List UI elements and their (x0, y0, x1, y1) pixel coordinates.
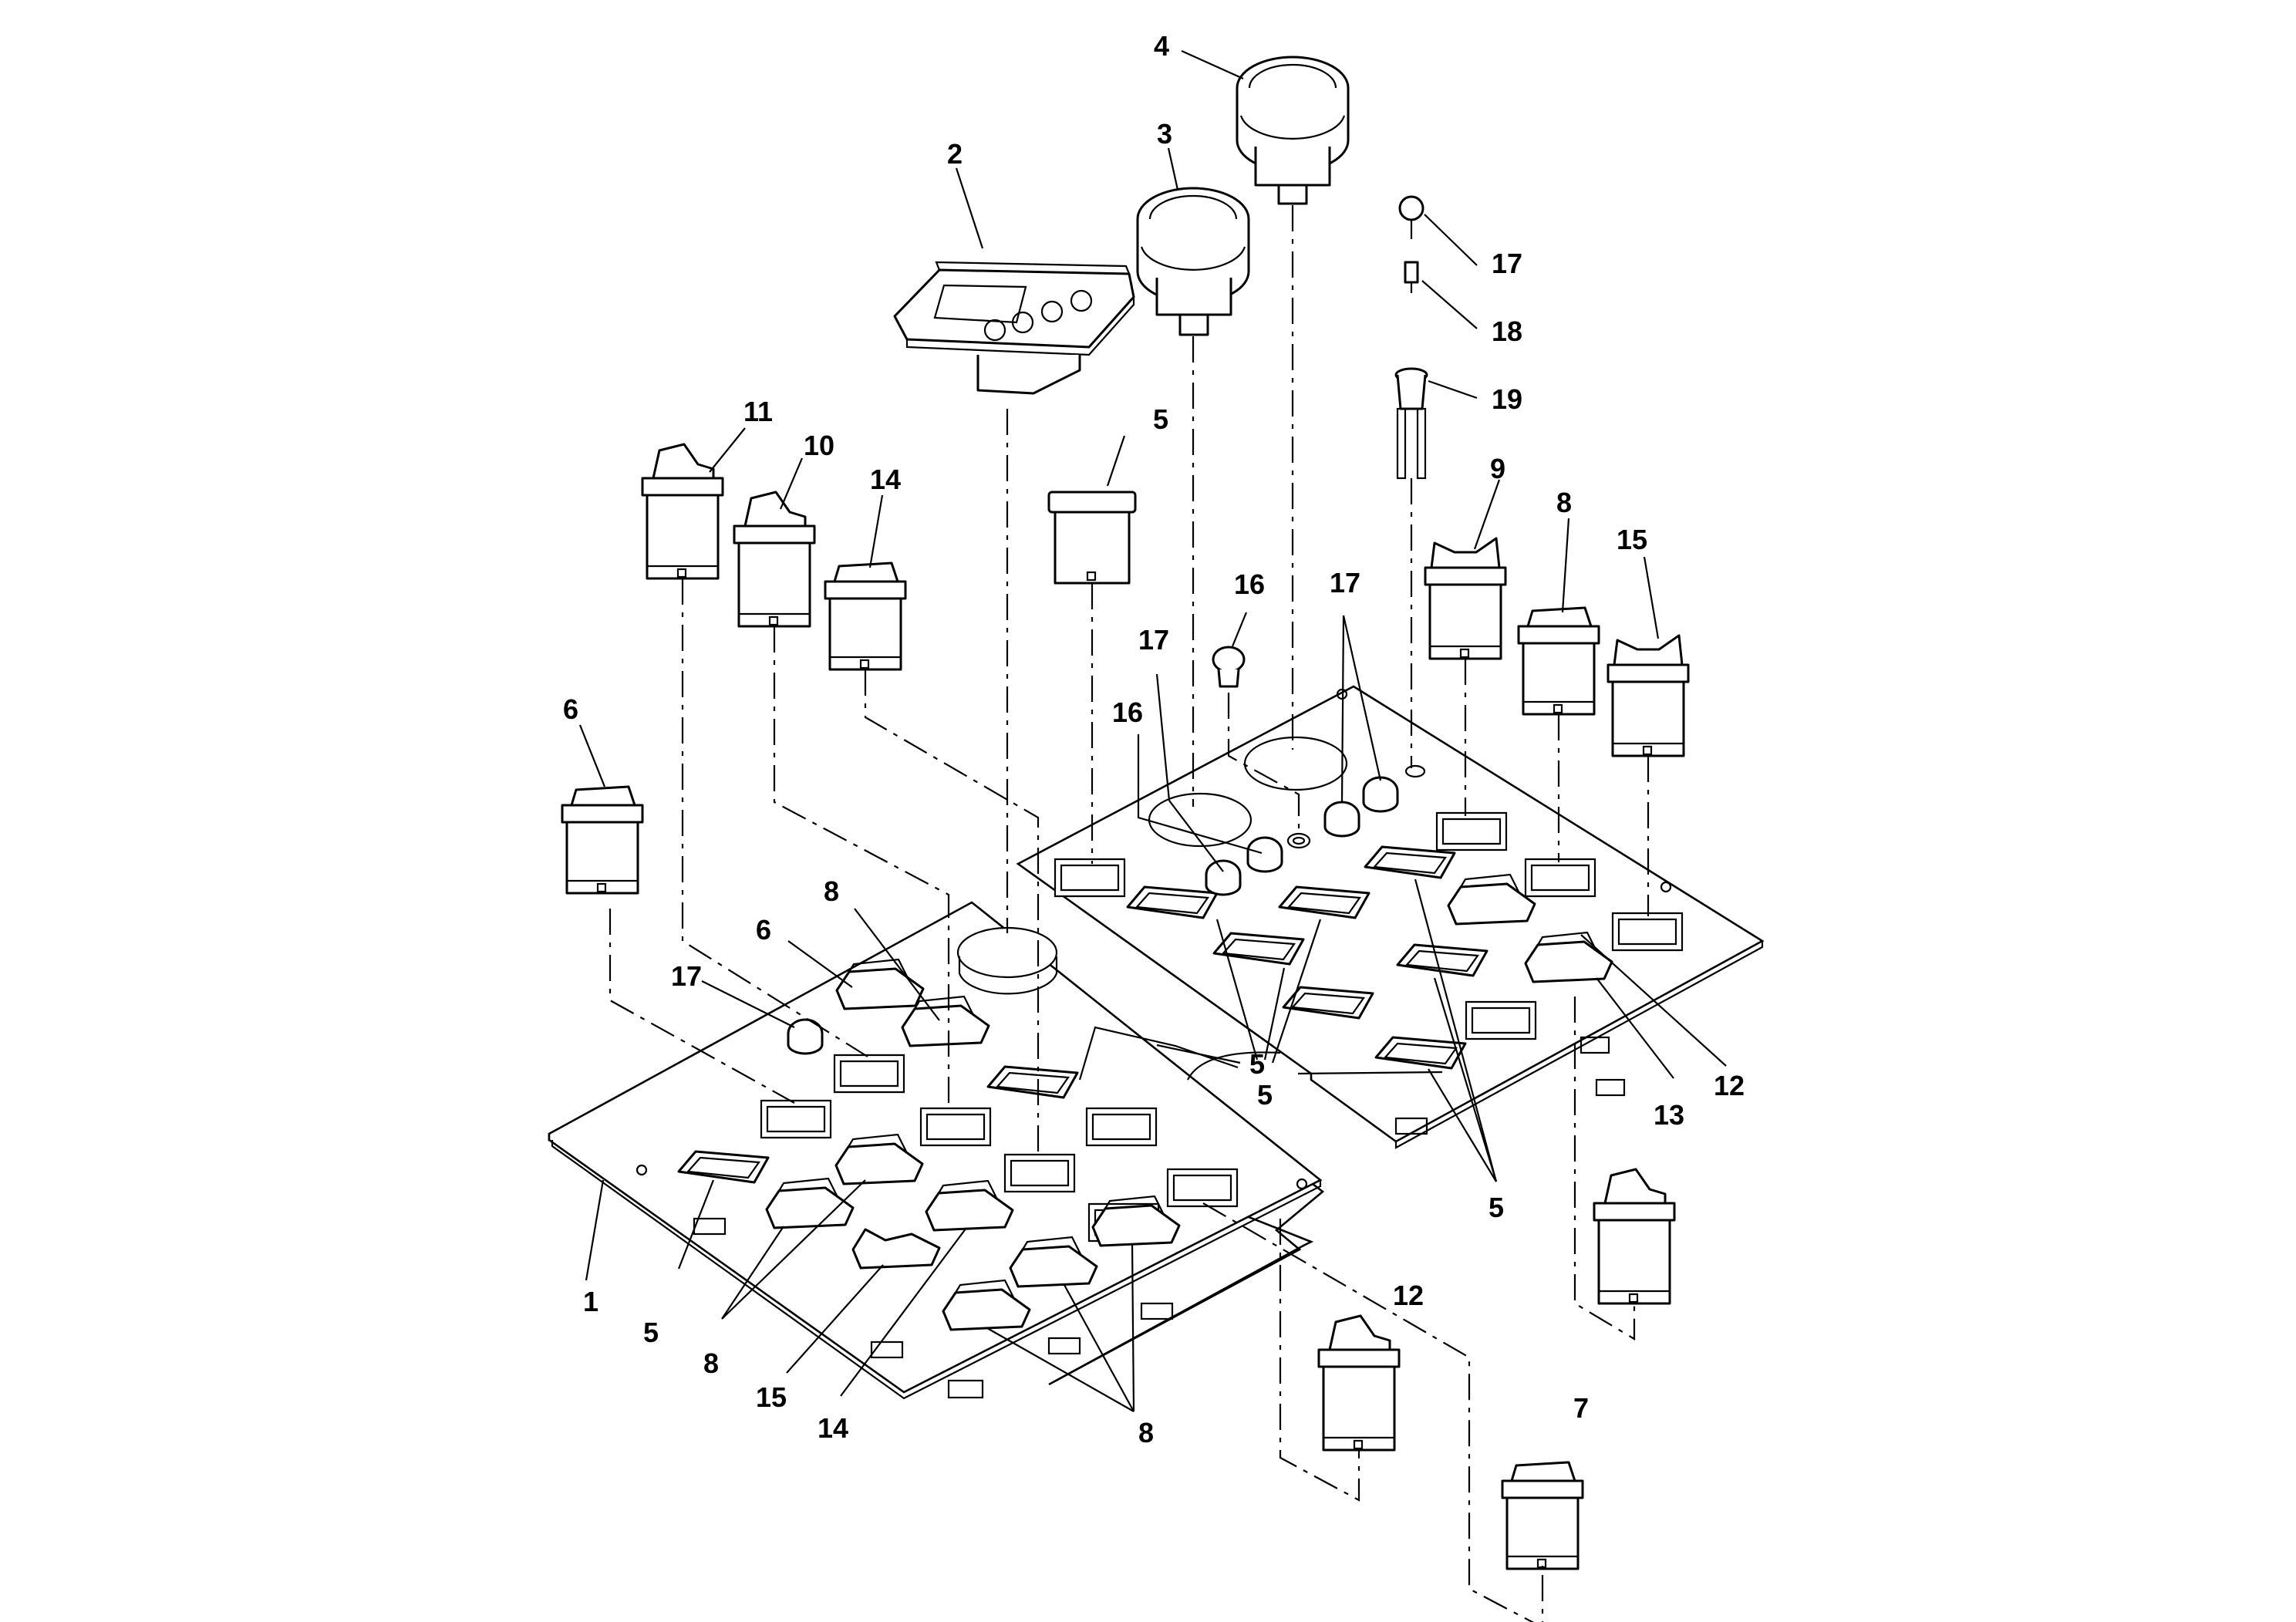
callout-15-bottom: 15 (756, 1381, 787, 1413)
plate-round-hole-gauge-4 (1243, 736, 1348, 791)
callout-13: 13 (1654, 1099, 1684, 1131)
callout-16-top: 16 (1234, 568, 1265, 600)
rocker-switch-item-14 (824, 561, 907, 671)
callout-19: 19 (1492, 383, 1522, 415)
rocker-switch-item-13 (1593, 1168, 1676, 1305)
callout-17-right-top: 17 (1492, 248, 1522, 279)
plate-underside-connectors (693, 1036, 1626, 1399)
callout-10: 10 (804, 430, 834, 461)
callout-12-right: 12 (1714, 1070, 1745, 1101)
callout-14-top: 14 (870, 464, 901, 495)
plate-hole-indicator (1404, 764, 1426, 778)
socket-item-19 (1394, 367, 1428, 480)
rocker-switch-item-8 (1517, 606, 1600, 716)
callout-4: 4 (1154, 30, 1169, 62)
gauge-item-4 (1236, 56, 1350, 205)
callout-16-mid: 16 (1112, 696, 1143, 728)
callout-9: 9 (1490, 453, 1505, 484)
rocker-switch-item-10 (733, 491, 816, 628)
callout-17-right-mid: 17 (1330, 567, 1360, 599)
callout-12-bottom: 12 (1393, 1280, 1424, 1311)
callout-6-mid: 6 (756, 914, 771, 946)
callout-6-top: 6 (563, 693, 578, 725)
callout-7: 7 (1573, 1392, 1589, 1424)
rocker-switch-item-9 (1424, 537, 1507, 660)
rocker-switch-item-12 (1317, 1314, 1401, 1452)
blank-plug-item-5 (1047, 491, 1137, 585)
rocker-switch-item-11 (641, 443, 724, 580)
pilot-light-item-16 (1212, 646, 1246, 688)
callout-5-right: 5 (1489, 1192, 1504, 1223)
callout-18: 18 (1492, 315, 1522, 347)
leader-lines (578, 49, 1727, 1412)
callout-17-left: 17 (1138, 624, 1169, 656)
hour-meter-display-item-2 (893, 261, 1135, 395)
bulb-item-18 (1404, 261, 1419, 293)
callout-3: 3 (1157, 118, 1172, 150)
indicator-lens-item-17 (1398, 195, 1424, 239)
rocker-switch-item-7 (1501, 1461, 1584, 1570)
callout-1: 1 (583, 1286, 598, 1317)
rocker-switch-item-15 (1607, 634, 1690, 757)
callout-11: 11 (743, 396, 773, 427)
plate-hole-pilot (1286, 832, 1311, 849)
callout-2: 2 (947, 138, 963, 170)
callout-5-center-a: 5 (1249, 1048, 1265, 1080)
callout-8-bottom: 8 (1138, 1417, 1154, 1448)
callout-labels: 1 2 3 4 5 5 5 5 5 6 6 7 8 8 8 8 9 10 11 … (563, 30, 1745, 1448)
callout-5-left: 5 (643, 1317, 659, 1348)
alignment-lines (609, 205, 1650, 1622)
callout-17-lower-left: 17 (671, 960, 702, 992)
callout-5-center-b: 5 (1257, 1079, 1273, 1111)
panel-plate-left (548, 901, 1323, 1400)
rocker-switch-item-6 (561, 785, 644, 895)
plate-round-hole-gauge-3 (1148, 792, 1253, 848)
callout-8-mid: 8 (824, 875, 839, 907)
callout-8-left: 8 (703, 1347, 719, 1379)
callout-5-top: 5 (1153, 403, 1168, 435)
callout-14-bottom: 14 (818, 1412, 848, 1444)
callout-15-top: 15 (1617, 524, 1647, 555)
callout-8-top-right: 8 (1556, 487, 1572, 518)
gauge-item-3 (1136, 187, 1250, 336)
